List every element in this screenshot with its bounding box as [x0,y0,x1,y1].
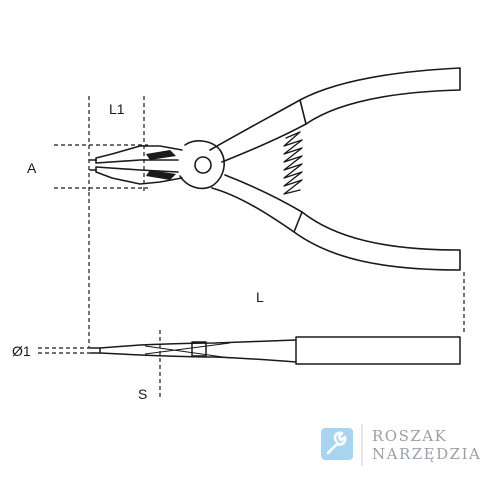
lower-handle-metal [211,174,303,233]
lower-handle [293,211,461,271]
side-body [99,339,297,363]
pliers-top-view [89,67,461,271]
label-d1: Ø1 [12,343,31,359]
pivot-rivet [194,156,212,174]
label-s: S [138,386,147,402]
upper-jaw [95,145,183,164]
watermark-logo [321,424,363,466]
side-tip [90,347,100,354]
wrench-icon-glyph [326,431,347,455]
jaw-upper-shading [146,150,176,160]
spring [283,131,303,195]
pivot-head [179,140,225,190]
upper-handle [299,67,461,125]
pliers-side-view [90,336,461,365]
label-l: L [256,289,264,305]
jaw-tips [89,159,97,171]
label-l1: L1 [109,101,125,117]
jaw-lower-shading [146,170,176,180]
side-joint-lines [144,342,231,359]
label-a: A [27,160,37,176]
upper-handle-metal [209,99,307,163]
watermark-line-1: ROSZAK [372,427,448,445]
side-pivot [191,341,207,357]
dimension-lines [38,96,465,398]
watermark-line-2: NARZĘDZIA [372,445,480,463]
lower-jaw [95,166,183,185]
side-handle-sleeve [295,336,461,365]
